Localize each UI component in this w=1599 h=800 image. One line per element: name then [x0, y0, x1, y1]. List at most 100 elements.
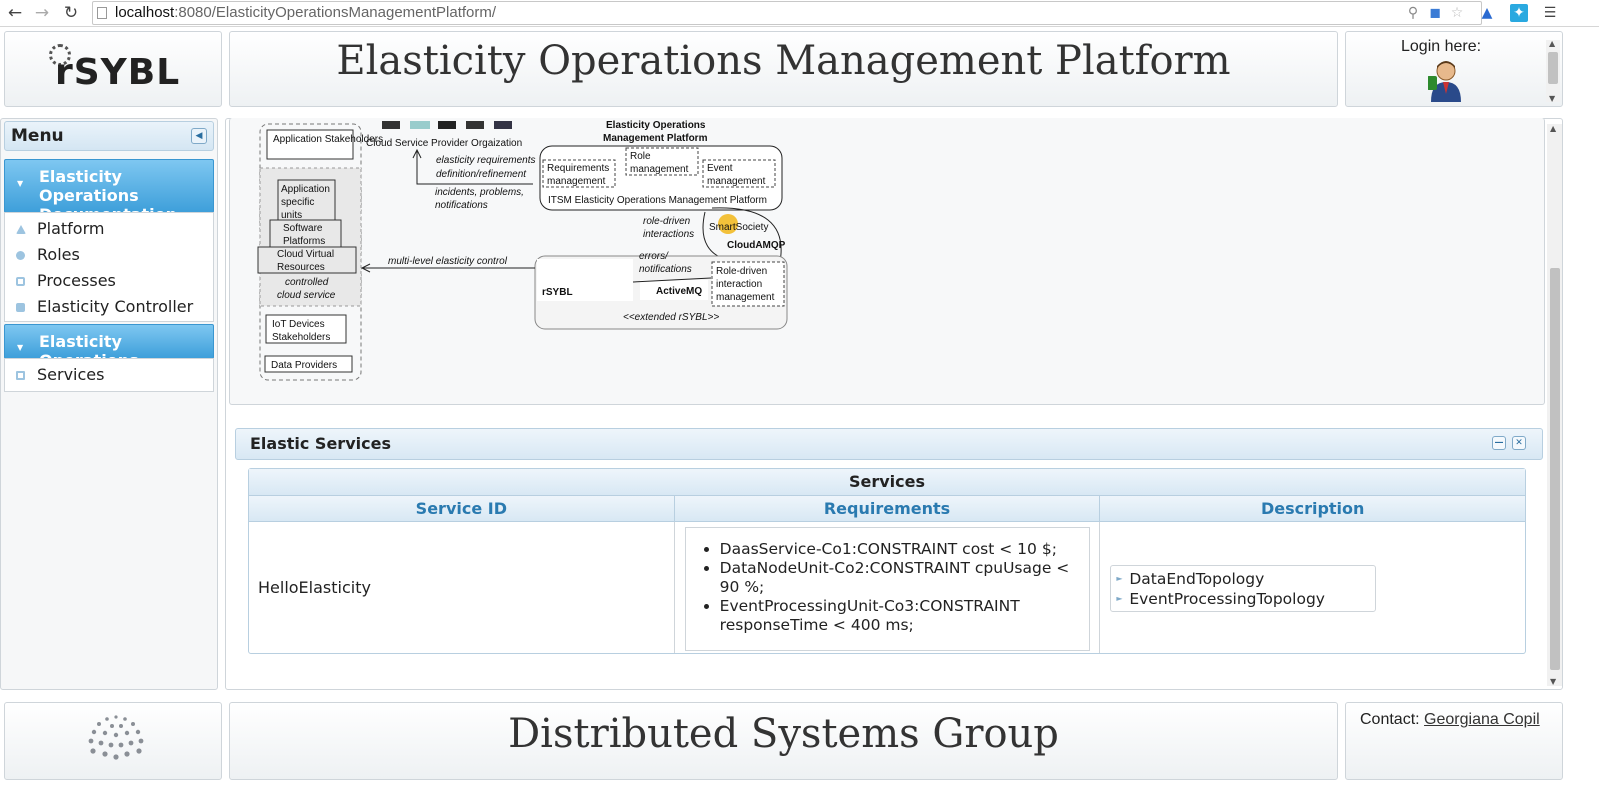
contact-link[interactable]: Georgiana Copil	[1424, 711, 1540, 728]
operations-list: Services	[4, 358, 214, 392]
sidebar-item-roles[interactable]: Roles	[5, 243, 213, 267]
scroll-thumb[interactable]	[1550, 268, 1560, 670]
cloudamqp-label: CloudAMQP	[727, 240, 786, 251]
platform-diagram-panel	[229, 118, 1545, 405]
caret-down-icon: ▼	[17, 343, 24, 352]
tree-item-label: EventProcessingTopology	[1129, 590, 1325, 608]
software-label-2: Platforms	[283, 236, 325, 247]
twitter-icon[interactable]: ✦	[1510, 4, 1528, 22]
footer-title-panel: Distributed Systems Group	[229, 702, 1338, 780]
back-icon[interactable]: ←	[7, 3, 23, 23]
documentation-list: Platform Roles Processes Elasticity Cont…	[4, 212, 214, 322]
event-mgmt-label-2: management	[707, 176, 766, 187]
role-interaction-label-2: interaction	[716, 279, 762, 290]
scroll-thumb[interactable]	[1548, 52, 1558, 84]
accordion-documentation[interactable]: ▼ Elasticity Operations Documentation	[4, 159, 214, 224]
sidebar-item-label: Platform	[37, 219, 105, 238]
tree-expand-icon[interactable]: ►	[1116, 594, 1123, 603]
collapse-menu-icon[interactable]: ◀	[191, 128, 207, 144]
controlled-label-2: cloud service	[277, 290, 336, 301]
sidebar-item-services[interactable]: Services	[5, 363, 213, 387]
role-interaction-label-1: Role-driven	[716, 266, 767, 277]
services-table: Services Service ID Requirements Descrip…	[248, 468, 1526, 654]
scroll-down-icon[interactable]: ▼	[1549, 94, 1556, 103]
rsybl-diagram-logo: rSYBL	[542, 287, 573, 298]
star-icon[interactable]: ☆	[1450, 5, 1464, 21]
tree-expand-icon[interactable]: ►	[1116, 574, 1123, 583]
iot-label-1: IoT Devices	[272, 319, 325, 330]
minimize-icon[interactable]: —	[1492, 436, 1506, 450]
multi-level-label: multi-level elasticity control	[388, 256, 508, 267]
req-mgmt-label-1: Requirements	[547, 163, 609, 174]
header-login-panel: Login here: ▲ ▼	[1345, 31, 1563, 107]
platform-title-1: Elasticity Operations	[606, 120, 706, 131]
login-scrollbar[interactable]: ▲ ▼	[1546, 39, 1560, 103]
software-label-1: Software	[283, 223, 323, 234]
iot-label-2: Stakeholders	[272, 332, 330, 343]
scroll-up-icon[interactable]: ▲	[1550, 124, 1557, 133]
sidebar-item-label: Roles	[37, 245, 80, 264]
user-avatar-icon[interactable]	[1427, 58, 1464, 102]
tree-item-dataend[interactable]: ► DataEndTopology	[1116, 569, 1375, 589]
column-requirements[interactable]: Requirements	[675, 496, 1101, 521]
cloud-virtual-label-1: Cloud Virtual	[277, 249, 334, 260]
tree-item-label: DataEndTopology	[1129, 570, 1265, 588]
role-mgmt-label-1: Role	[630, 151, 651, 162]
errors-label-2: notifications	[639, 264, 692, 275]
sidebar: Menu ◀ ▼ Elasticity Operations Documenta…	[0, 118, 218, 690]
services-table-caption: Services	[249, 469, 1525, 496]
table-row[interactable]: HelloElasticity DaasService-Co1:CONSTRAI…	[249, 522, 1525, 653]
footer-contact-panel: Contact: Georgiana Copil	[1345, 702, 1563, 780]
scroll-up-icon[interactable]: ▲	[1549, 39, 1556, 48]
platform-title-2: Management Platform	[603, 133, 708, 144]
smartsociety-label: SmartSociety	[709, 222, 768, 233]
tree-item-eventprocessing[interactable]: ► EventProcessingTopology	[1116, 589, 1375, 609]
rsybl-logo: rSYBL	[55, 52, 181, 93]
stakeholders-box	[266, 129, 354, 160]
services-table-header: Service ID Requirements Description	[249, 496, 1525, 522]
sidebar-item-label: Processes	[37, 271, 116, 290]
menu-title: Menu	[11, 126, 64, 146]
topology-tree: ► DataEndTopology ► EventProcessingTopol…	[1110, 565, 1377, 612]
menu-header: Menu ◀	[4, 121, 214, 151]
requirement-item: EventProcessingUnit-Co3:CONSTRAINT respo…	[720, 597, 1079, 635]
scroll-down-icon[interactable]: ▼	[1550, 677, 1557, 686]
home-icon	[16, 225, 26, 234]
browser-toolbar: ← → ↻ localhost:8080/ElasticityOperation…	[0, 0, 1599, 27]
address-bar[interactable]: localhost:8080/ElasticityOperationsManag…	[92, 1, 1482, 25]
sidebar-item-label: Elasticity Controller	[37, 297, 194, 316]
requirements-cell: DaasService-Co1:CONSTRAINT cost < 10 $; …	[675, 522, 1101, 653]
role-driven-label-1: role-driven	[643, 216, 691, 227]
forward-icon[interactable]: →	[34, 3, 50, 23]
cloud-virtual-label-2: Resources	[277, 262, 325, 273]
app-units-label-2: specific	[281, 197, 314, 208]
document-icon	[16, 371, 25, 380]
browser-menu-icon[interactable]: ☰	[1543, 5, 1557, 21]
role-mgmt-label-2: management	[630, 164, 689, 175]
requirement-item: DaasService-Co1:CONSTRAINT cost < 10 $;	[720, 540, 1079, 559]
sidebar-item-processes[interactable]: Processes	[5, 269, 213, 293]
incidents-label-2: notifications	[435, 200, 488, 211]
sidebar-item-platform[interactable]: Platform	[5, 217, 213, 241]
errors-label-1: errors/	[639, 251, 669, 262]
elastic-services-header: Elastic Services — ✕	[235, 428, 1543, 460]
service-id-value: HelloElasticity	[258, 578, 371, 597]
event-mgmt-label-1: Event	[707, 163, 733, 174]
sidebar-item-elasticity-controller[interactable]: Elasticity Controller	[5, 295, 213, 319]
column-service-id[interactable]: Service ID	[249, 496, 675, 521]
extension-cube-icon[interactable]: ◼	[1429, 5, 1441, 21]
close-icon[interactable]: ✕	[1512, 436, 1526, 450]
url-path: :8080/ElasticityOperationsManagementPlat…	[174, 4, 497, 21]
sidebar-item-label: Services	[37, 365, 105, 384]
activemq-label: ActiveMQ	[656, 286, 702, 297]
column-description[interactable]: Description	[1260, 499, 1365, 518]
cloud-provider-label: Cloud Service Provider Orgaization	[366, 138, 522, 149]
main-scrollbar[interactable]: ▲ ▼	[1547, 124, 1562, 686]
reload-icon[interactable]: ↻	[63, 3, 79, 23]
extension-hat-icon[interactable]: ▲	[1481, 5, 1493, 21]
elasticity-req-label-2: definition/refinement	[436, 169, 527, 180]
stakeholders-label: Application Stakeholders	[273, 134, 383, 145]
incidents-label-1: incidents, problems,	[435, 187, 524, 198]
zoom-icon[interactable]: ⚲	[1407, 5, 1419, 21]
